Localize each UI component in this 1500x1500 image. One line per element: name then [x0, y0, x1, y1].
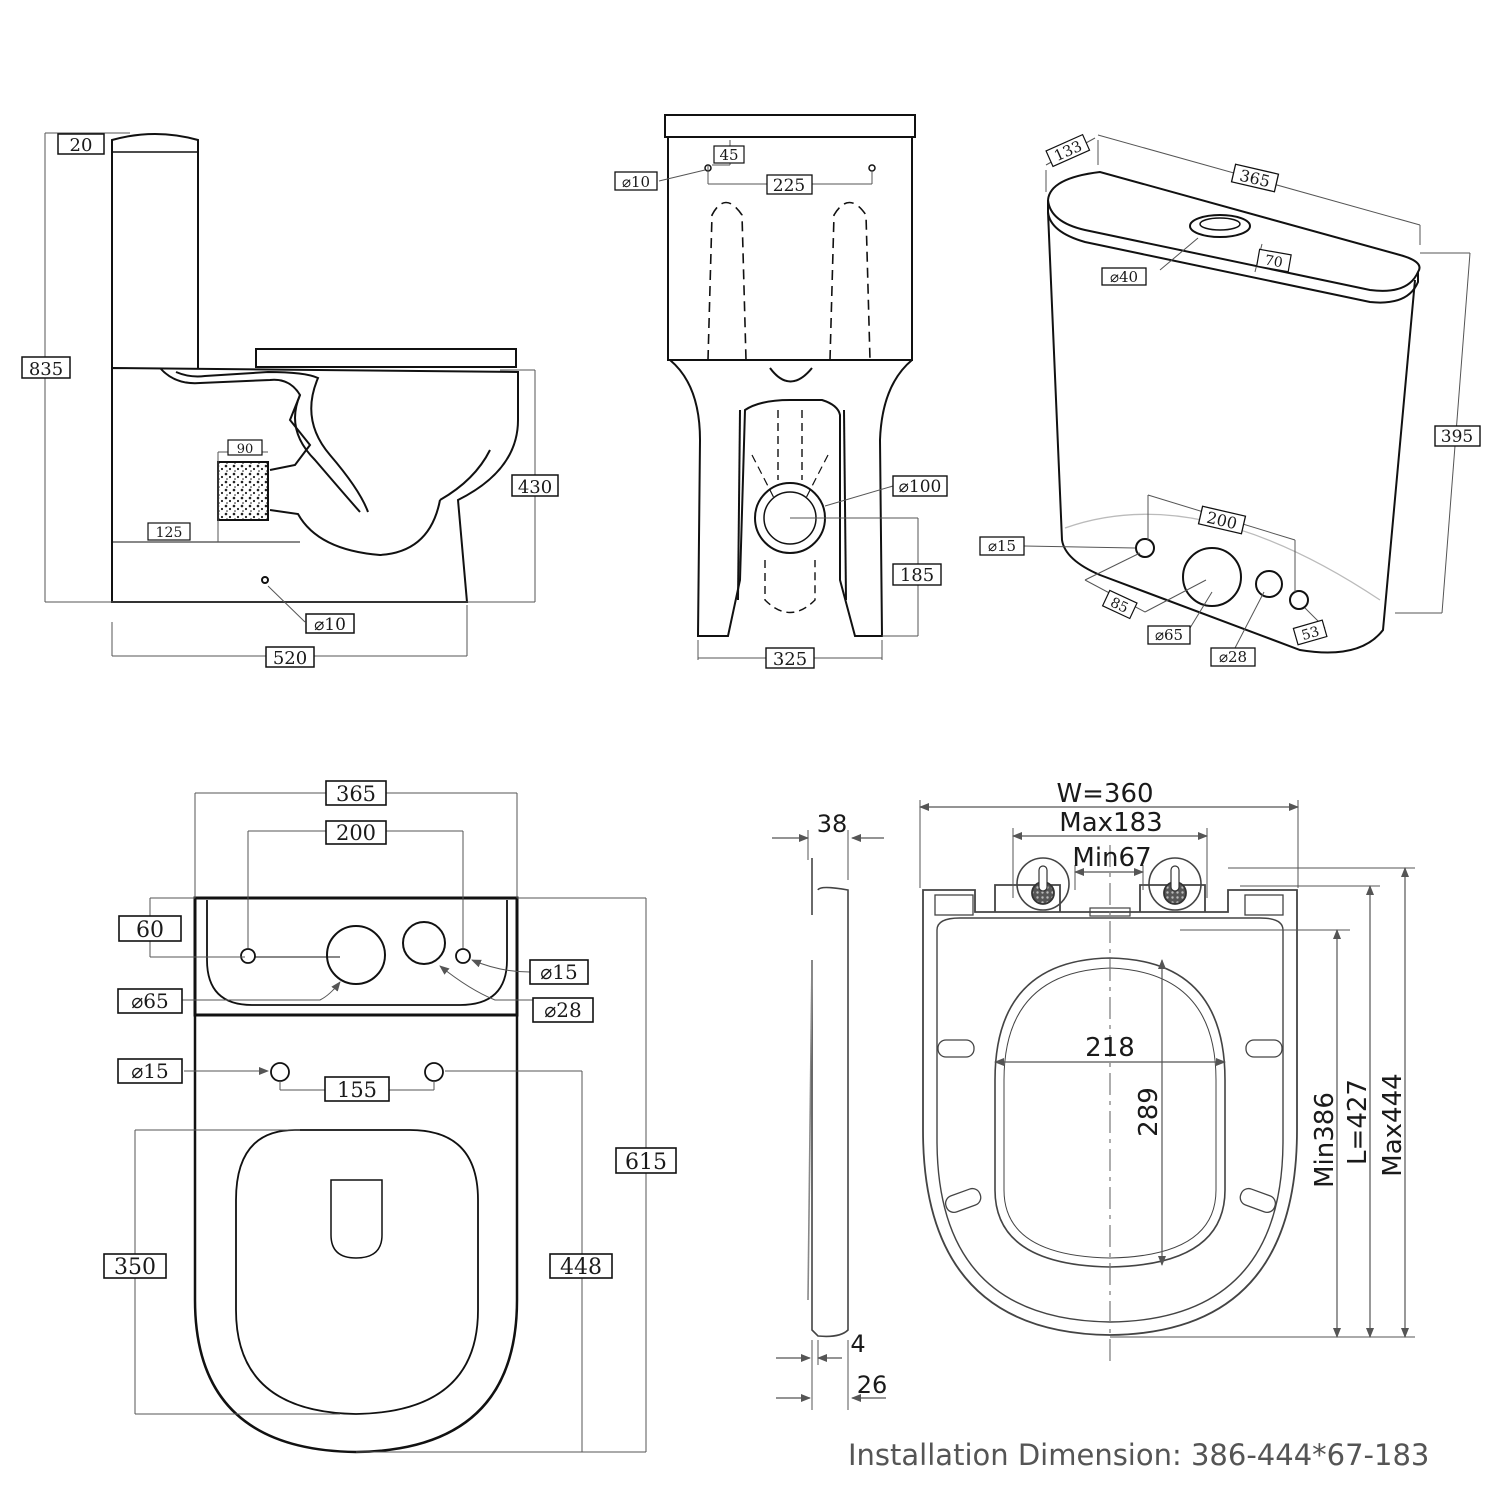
- cistern-dim-70: 70: [1263, 253, 1283, 272]
- seat-outline: [922, 889, 1298, 1336]
- front-view-labels: 45 ⌀10 225 ⌀100 185 325: [614, 145, 948, 670]
- cistern-hole-15b: [1289, 590, 1309, 610]
- seat-dim-length: L=427: [1343, 1079, 1373, 1165]
- seat-hinge-right: [1148, 857, 1202, 911]
- side-dim-835: 835: [29, 359, 63, 380]
- seat-dims: [772, 800, 1415, 1410]
- seat-front-view: [922, 845, 1298, 1365]
- side-dim-520: 520: [273, 648, 307, 669]
- cistern-lid: [1047, 170, 1421, 292]
- seat-dim-max-hinge: Max183: [1059, 808, 1162, 838]
- top-floor-hole-b: [424, 1062, 444, 1082]
- top-dim-floor-15: ⌀15: [131, 1059, 169, 1083]
- seat-dim-26: 26: [857, 1371, 888, 1399]
- cistern-body: [1047, 211, 1416, 654]
- cistern-dim-365: 365: [1238, 166, 1272, 191]
- top-dim-350: 350: [114, 1255, 156, 1280]
- front-dim-325: 325: [773, 649, 807, 670]
- top-dim-615: 615: [625, 1150, 667, 1175]
- top-hole-28: [402, 921, 446, 965]
- installation-dimension-caption: Installation Dimension: 386-444*67-183: [848, 1438, 1430, 1472]
- front-bowl-body: [669, 359, 913, 637]
- front-cistern-lid: [664, 114, 916, 138]
- seat-side-profile: [807, 858, 849, 1338]
- front-dim-fix-hole: ⌀10: [622, 173, 650, 191]
- top-hole-15b: [455, 948, 471, 964]
- cistern-hole-15a: [1135, 538, 1155, 558]
- side-seat-lid: [255, 348, 517, 368]
- front-dim-185: 185: [900, 565, 934, 586]
- cistern-view-labels: 133 365 ⌀40 70 395 200 ⌀15 85 ⌀65 ⌀28 53: [979, 133, 1481, 667]
- front-dim-225: 225: [773, 176, 805, 196]
- cistern-hole-28: [1255, 570, 1283, 598]
- cistern-dim-inlet-a: ⌀15: [988, 537, 1016, 555]
- cistern-dim-flush-hole: ⌀65: [1155, 626, 1183, 644]
- cistern-dim-85: 85: [1108, 595, 1131, 617]
- cistern-dim-200: 200: [1205, 508, 1239, 533]
- top-dim-60: 60: [136, 918, 164, 943]
- seat-dim-min-hinge: Min67: [1072, 843, 1151, 873]
- top-view-dims: [134, 792, 647, 1453]
- front-cistern: [667, 136, 913, 361]
- cistern-dim-button: ⌀40: [1110, 268, 1138, 286]
- cistern-dim-53: 53: [1300, 624, 1322, 644]
- seat-dim-min-length: Min386: [1310, 1092, 1340, 1188]
- top-view-labels: 365 200 60 ⌀15 ⌀65 ⌀28 ⌀15 155 615 350 4…: [103, 780, 677, 1280]
- top-view: [193, 896, 519, 1454]
- side-bowl-body: [111, 367, 519, 603]
- top-dim-365: 365: [336, 782, 376, 806]
- side-dim-430: 430: [518, 477, 552, 498]
- top-dim-inlet-15: ⌀15: [540, 960, 578, 984]
- seat-labels: 38 W=360 Max183 Min67 218 289 Min386 L=4…: [817, 779, 1408, 1399]
- seat-dim-218: 218: [1085, 1033, 1135, 1063]
- cistern-flush-button: [1189, 214, 1251, 238]
- seat-hinge-left: [1016, 857, 1070, 911]
- front-dim-45: 45: [719, 146, 738, 164]
- cistern-dim-inlet-28: ⌀28: [1219, 648, 1247, 666]
- top-floor-hole-a: [270, 1062, 290, 1082]
- seat-dim-289: 289: [1134, 1087, 1164, 1137]
- top-seat: [235, 1129, 479, 1415]
- side-fix-hole: [261, 576, 269, 584]
- seat-dim-38: 38: [817, 810, 848, 838]
- side-view-dims: [44, 132, 536, 657]
- top-dim-flush-65: ⌀65: [131, 989, 169, 1013]
- cistern-view: [1047, 170, 1421, 654]
- cistern-hole-65: [1182, 547, 1242, 607]
- side-dim-125: 125: [156, 525, 183, 541]
- side-dim-90: 90: [237, 442, 254, 457]
- top-dim-448: 448: [560, 1255, 602, 1280]
- top-hole-65: [326, 925, 386, 985]
- side-cistern: [111, 133, 199, 368]
- side-outlet-seal: [217, 461, 269, 521]
- top-dim-155: 155: [337, 1078, 377, 1102]
- front-view: [664, 114, 916, 637]
- cistern-dim-395: 395: [1441, 427, 1473, 447]
- side-dim-20: 20: [70, 135, 93, 156]
- seat-dim-width: W=360: [1056, 779, 1153, 809]
- front-dim-outlet: ⌀100: [899, 477, 942, 497]
- seat-dim-4: 4: [850, 1330, 865, 1358]
- top-hole-15a: [240, 948, 256, 964]
- top-dim-inlet-28: ⌀28: [544, 998, 582, 1022]
- top-dim-200: 200: [336, 821, 376, 845]
- seat-dim-max-length: Max444: [1378, 1073, 1408, 1176]
- side-dim-fix-hole: ⌀10: [314, 615, 346, 635]
- side-view-labels: 20 835 430 90 125 ⌀10 520: [21, 133, 559, 669]
